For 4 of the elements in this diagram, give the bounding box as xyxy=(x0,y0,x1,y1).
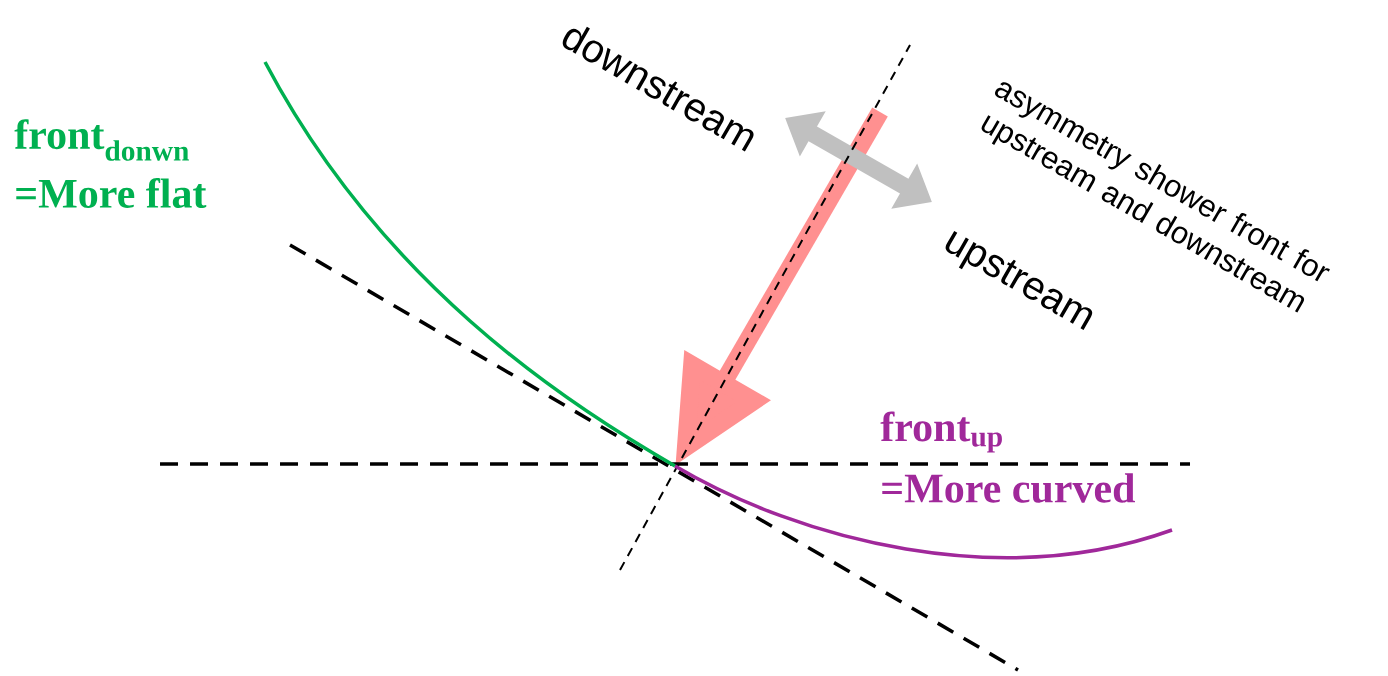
curve-label: front$_{up}$ xyxy=(880,411,1002,453)
curve-label: =More curved xyxy=(882,473,1135,503)
curve-label: front$_{donwn}$ xyxy=(14,119,189,161)
curve-label: =More flat xyxy=(16,178,207,208)
